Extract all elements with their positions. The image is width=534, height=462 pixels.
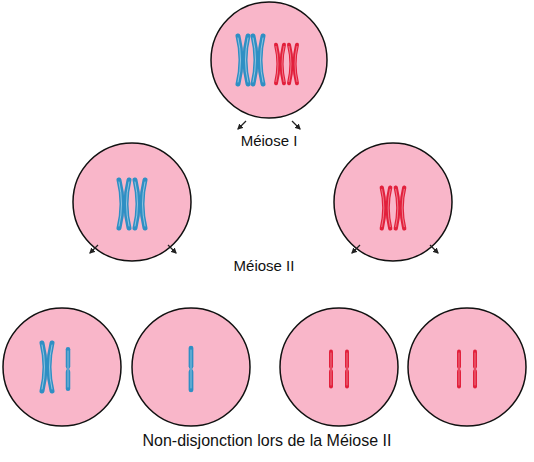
division-arrow (90, 121, 438, 253)
stage-label: Méiose II (234, 257, 295, 275)
chromosomes (42, 36, 476, 391)
stage-label: Méiose I (241, 132, 298, 150)
caption: Non-disjonction lors de la Méiose II (142, 431, 391, 450)
cell (3, 2, 526, 426)
